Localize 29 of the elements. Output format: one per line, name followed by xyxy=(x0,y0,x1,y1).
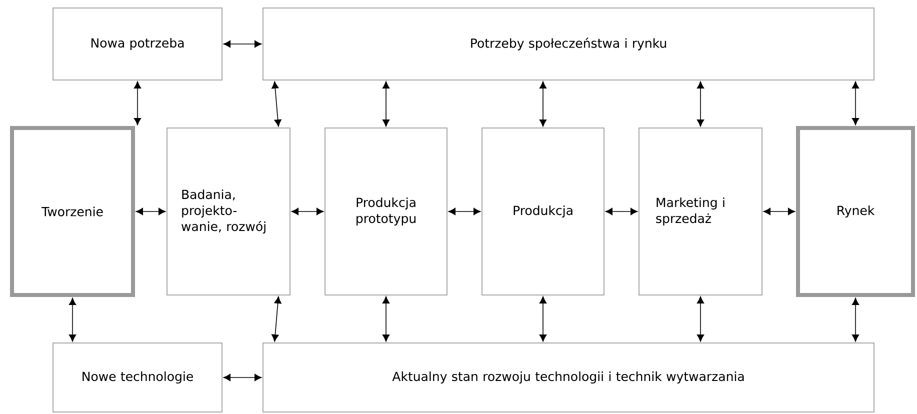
arrow xyxy=(539,296,547,342)
arrow xyxy=(539,81,547,127)
stage-box: Tworzenie xyxy=(10,126,136,297)
process-box: Produkcja prototypu xyxy=(324,128,448,296)
arrow xyxy=(852,81,860,126)
process-box: Nowe technologie xyxy=(52,342,222,412)
arrow xyxy=(448,208,481,216)
arrow xyxy=(68,298,76,342)
process-box: Nowa potrzeba xyxy=(52,8,222,80)
process-box: Produkcja xyxy=(482,128,604,296)
arrow xyxy=(852,298,860,342)
arrow xyxy=(696,81,704,127)
arrow xyxy=(763,208,796,216)
arrow xyxy=(291,208,324,216)
arrow xyxy=(382,296,390,342)
arrow xyxy=(223,374,262,382)
arrow xyxy=(136,208,166,216)
arrow xyxy=(272,81,282,127)
arrow xyxy=(134,81,142,126)
arrow xyxy=(223,40,262,48)
process-box: Badania, projekto- wanie, rozwój xyxy=(166,128,290,296)
process-box: Marketing i sprzedaż xyxy=(638,128,762,296)
arrow xyxy=(696,296,704,342)
stage-box: Rynek xyxy=(796,126,915,297)
arrow xyxy=(382,81,390,127)
arrow xyxy=(272,296,282,342)
arrow xyxy=(605,208,638,216)
process-box: Potrzeby społeczeństwa i rynku xyxy=(262,8,874,80)
process-box: Aktualny stan rozwoju technologii i technik wytwarzania xyxy=(262,342,874,412)
